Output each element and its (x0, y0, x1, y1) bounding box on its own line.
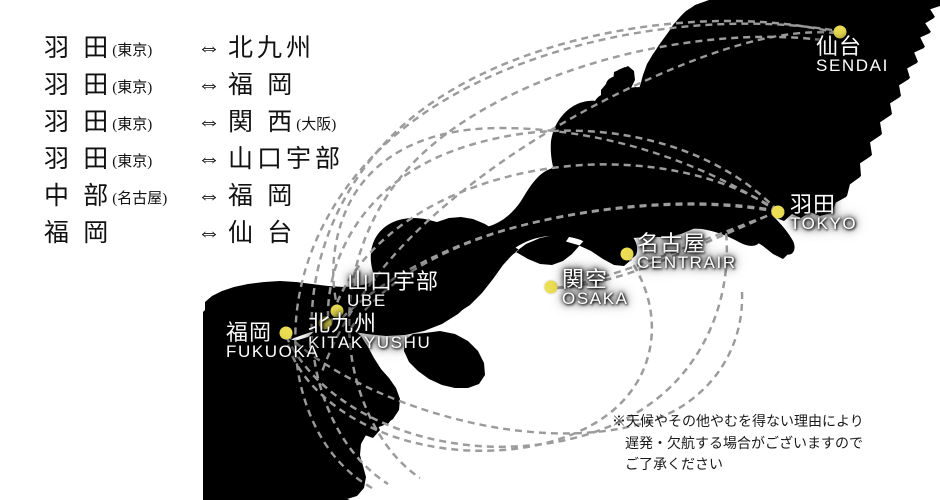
route-arcs (285, 22, 837, 490)
arc-fukuoka-south (284, 231, 729, 449)
city-label: 名古屋 CENTRAIR (637, 231, 737, 273)
route-arrow-icon: ⇔ (197, 183, 221, 209)
route-origin: 羽 田(東京) (44, 28, 196, 64)
route-row: 福 岡 ⇔ 仙 台 (44, 213, 344, 250)
city-label-en: FUKUOKA (226, 342, 320, 362)
route-dest: 北九州 (228, 28, 315, 64)
route-arrow-icon: ⇔ (197, 72, 221, 98)
arc-tokyo-osaka (551, 210, 779, 290)
route-origin: 羽 田(東京) (44, 139, 196, 175)
route-row: 羽 田(東京) ⇔ 福 岡 (44, 65, 344, 102)
route-dest: 仙 台 (228, 213, 296, 249)
arc-tokyo-kitakyushu (332, 126, 779, 317)
city-label: 羽田 TOKYO (790, 192, 858, 234)
route-origin-sub: (東京) (112, 117, 153, 133)
arc-fukuoka-sendai (310, 19, 839, 486)
route-origin-sub: (東京) (112, 43, 153, 59)
route-dest-city: 北九州 (228, 35, 316, 62)
route-row: 羽 田(東京) ⇔ 北九州 (44, 28, 344, 65)
route-arrow-icon: ⇔ (197, 35, 221, 61)
city-marker-dot[interactable] (330, 304, 344, 318)
route-row: 中 部(名古屋) ⇔ 福 岡 (44, 176, 344, 213)
route-dest: 福 岡 (228, 65, 296, 101)
city-label-en: SENDAI (816, 56, 889, 76)
city-label-jp: 関空 (562, 267, 609, 292)
footnote-line-2: 遅発・欠航する場合がございますので (625, 436, 863, 452)
route-arrow-icon: ⇔ (197, 146, 221, 172)
city-label-jp: 山口宇部 (347, 269, 440, 294)
footnote: ※天候やその他やむを得ない理由により 遅発・欠航する場合がございますので ご了承… (612, 412, 864, 477)
city-marker-dot[interactable] (833, 25, 847, 39)
city-label: 北九州 KITAKYUSHU (308, 311, 432, 353)
city-label-jp: 羽田 (790, 192, 837, 217)
city-marker-dot[interactable] (318, 316, 332, 330)
arc-tokyo-ube-main (341, 202, 779, 319)
arc-tokyo-kitakyushu-main (326, 129, 779, 321)
route-origin-city: 羽 田 (44, 35, 113, 62)
route-origin: 羽 田(東京) (44, 65, 196, 101)
city-label-jp: 北九州 (308, 311, 378, 336)
route-dest-city: 関 西 (228, 109, 297, 136)
route-arrow-icon: ⇔ (197, 109, 221, 135)
footnote-line-3: ご了承ください (625, 458, 723, 474)
route-origin-city: 羽 田 (44, 72, 113, 99)
city-marker-dot[interactable] (620, 247, 634, 261)
route-row: 羽 田(東京) ⇔ 関 西(大阪) (44, 102, 344, 139)
arc-tokyo-ube (348, 203, 779, 331)
city-label-jp: 名古屋 (637, 231, 707, 256)
route-origin-city: 中 部 (44, 183, 113, 210)
city-label-en: CENTRAIR (637, 253, 737, 273)
arc-tokyo-osaka-main (553, 209, 779, 290)
city-label-en: KITAKYUSHU (308, 333, 432, 353)
city-label-jp: 仙台 (816, 34, 863, 59)
route-origin-sub: (東京) (112, 80, 153, 96)
city-label: 関空 OSAKA (562, 267, 629, 309)
arc-tokyo-sendai-2 (320, 31, 837, 373)
route-origin: 福 岡 (44, 213, 196, 249)
japan-landmass-visible (205, 217, 625, 500)
arc-outer-1 (294, 22, 833, 490)
footnote-line-1: ※天候やその他やむを得ない理由により (612, 415, 864, 430)
city-label: 山口宇部 UBE (347, 269, 440, 311)
flight-arcs (284, 19, 839, 486)
route-dest-city: 仙 台 (228, 220, 297, 247)
city-label: 福岡 FUKUOKA (226, 320, 320, 362)
city-label: 仙台 SENDAI (816, 34, 889, 76)
route-arrow-icon: ⇔ (197, 220, 221, 246)
city-label-en: OSAKA (562, 289, 629, 309)
city-marker-dot[interactable] (279, 326, 293, 340)
route-origin-city: 羽 田 (44, 146, 113, 173)
city-label-en: TOKYO (790, 214, 858, 234)
route-origin-city: 福 岡 (44, 220, 113, 247)
route-dest-sub: (大阪) (296, 117, 337, 133)
route-list: 羽 田(東京) ⇔ 北九州 羽 田(東京) ⇔ 福 岡 羽 田(東京) ⇔ 関 … (44, 28, 344, 250)
route-dest-city: 山口宇部 (228, 146, 345, 173)
route-dest: 山口宇部 (228, 139, 344, 175)
route-dest: 福 岡 (228, 176, 296, 212)
arc-centrair-fukuoka-main (284, 254, 654, 453)
route-dest-city: 福 岡 (228, 183, 297, 210)
city-marker-dot[interactable] (544, 280, 558, 294)
route-dest-city: 福 岡 (228, 72, 297, 99)
city-label-en: UBE (347, 291, 387, 311)
route-origin-sub: (東京) (112, 154, 153, 170)
route-dest: 関 西(大阪) (228, 102, 336, 138)
route-origin-sub: (名古屋) (112, 191, 168, 207)
arc-tokyo-fukuoka-main (328, 163, 779, 331)
city-label-jp: 福岡 (226, 320, 273, 345)
city-marker-dot[interactable] (771, 205, 785, 219)
route-origin-city: 羽 田 (44, 109, 113, 136)
route-row: 羽 田(東京) ⇔ 山口宇部 (44, 139, 344, 176)
route-origin: 羽 田(東京) (44, 102, 196, 138)
route-origin: 中 部(名古屋) (44, 176, 196, 212)
